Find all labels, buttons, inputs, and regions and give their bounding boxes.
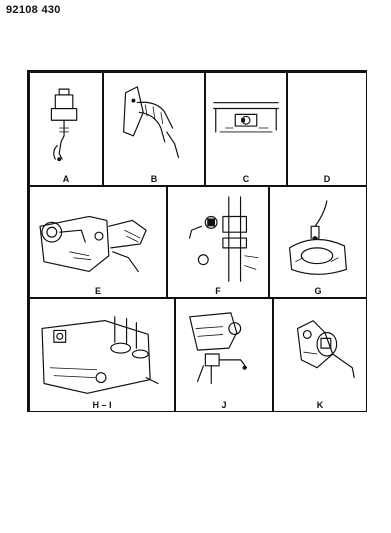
engine-top-drawing (41, 316, 159, 394)
panel-k: K (273, 298, 367, 412)
mounted-switch-drawing (213, 102, 279, 133)
panel-label: H – I (92, 400, 112, 410)
panel-label: K (316, 400, 324, 410)
panel-label: D (323, 174, 331, 184)
harness-bracket-drawing (123, 86, 180, 159)
panel-label: J (221, 400, 227, 410)
panel-label: C (242, 174, 250, 184)
panel-f: F (167, 186, 269, 298)
map-sensor-drawing (296, 320, 355, 379)
panel-e: E (29, 186, 167, 298)
panel-j: J (175, 298, 273, 412)
throttle-body-drawing (39, 215, 147, 273)
panel-c: C (205, 72, 287, 186)
panel-b: B (103, 72, 205, 186)
panel-label: F (215, 286, 221, 296)
panel-label: E (94, 286, 101, 296)
panel-label: B (150, 174, 158, 184)
panel-hi: H – I (29, 298, 175, 412)
panel-label: G (314, 286, 322, 296)
panel-a: A (29, 72, 103, 186)
panel-d: D (287, 72, 367, 186)
sensor-connector-drawing (50, 88, 78, 162)
temperature-sensor-drawing (188, 196, 259, 282)
panel-label: A (62, 174, 70, 184)
document-id: 92108 430 (6, 4, 61, 16)
parts-grid: A B C D (27, 70, 367, 412)
distributor-area-drawing (189, 312, 248, 384)
oxygen-sensor-drawing (289, 200, 347, 275)
panel-g: G (269, 186, 367, 298)
